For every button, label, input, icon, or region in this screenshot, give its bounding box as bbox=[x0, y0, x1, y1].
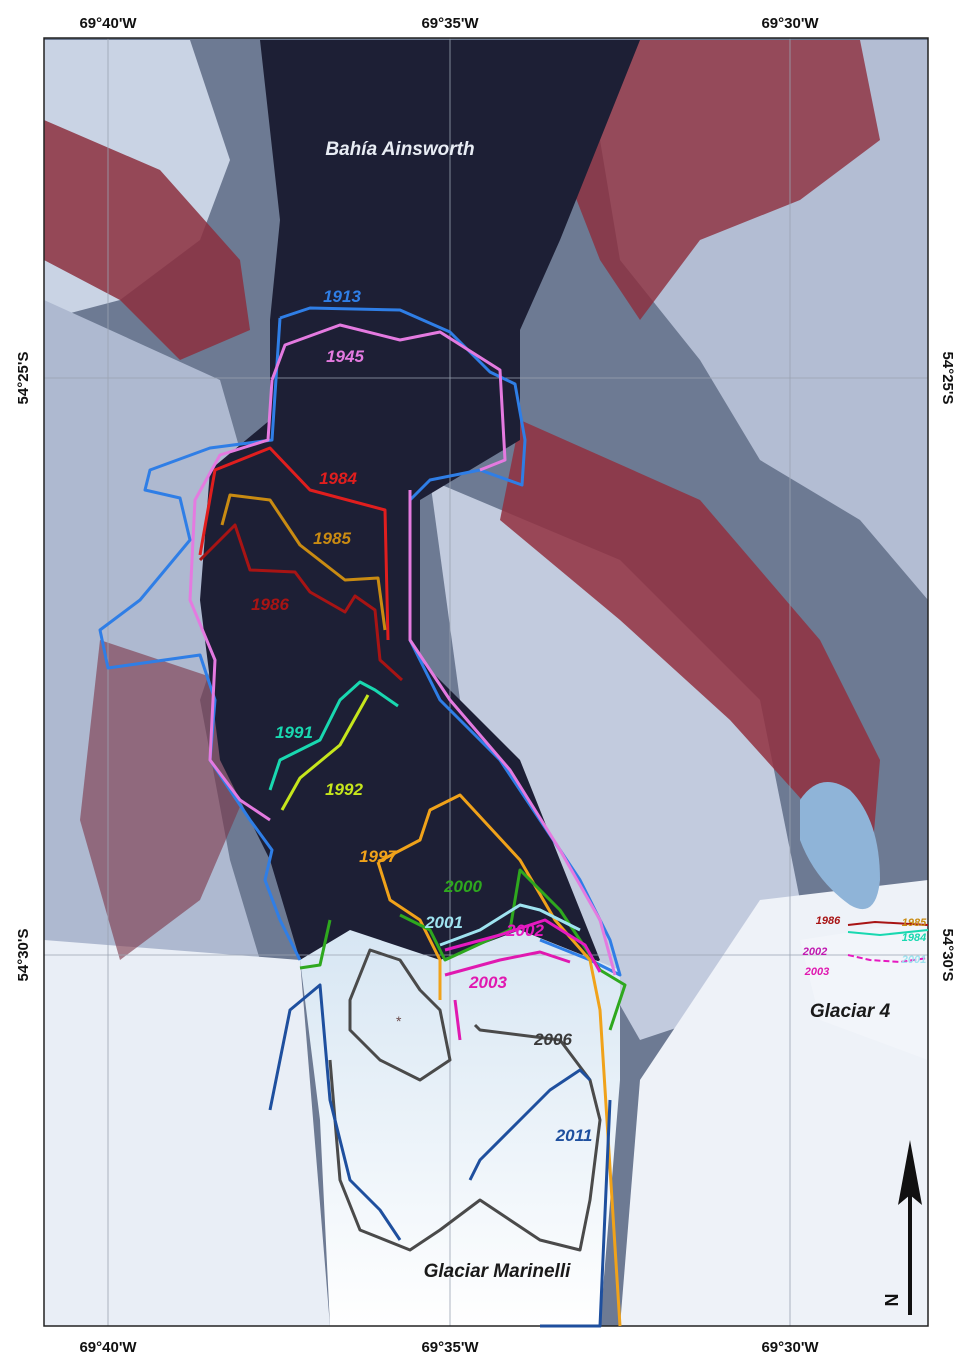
g4-front-2002 bbox=[847, 954, 929, 963]
front-1992 bbox=[280, 694, 370, 811]
g4-year-2003: 2003 bbox=[804, 966, 829, 978]
front-2001 bbox=[439, 903, 581, 947]
year-label-2000: 2000 bbox=[443, 877, 482, 896]
north-label: N bbox=[882, 1294, 902, 1307]
front-lines bbox=[98, 306, 929, 1328]
map-frame bbox=[43, 37, 929, 1327]
lon-label-bottom-2: 69°35'W bbox=[421, 1339, 479, 1356]
snowfield-central bbox=[430, 480, 800, 1040]
vegetation-n bbox=[530, 40, 880, 320]
g4-front-cyan bbox=[847, 929, 929, 936]
vegetation-nw bbox=[44, 120, 250, 360]
north-arrow-icon bbox=[898, 1140, 922, 1205]
bahia-ainsworth-water bbox=[200, 40, 640, 1000]
front-2011 bbox=[268, 983, 612, 1328]
year-label-1992: 1992 bbox=[325, 780, 363, 799]
front-1997 bbox=[376, 793, 622, 1327]
front-2002 bbox=[444, 918, 602, 973]
year-label-1986: 1986 bbox=[251, 595, 289, 614]
lat-label-right-1: 54°25'S bbox=[939, 352, 954, 405]
g4-front-1986 bbox=[847, 921, 929, 926]
lon-label-top-2: 69°35'W bbox=[421, 15, 479, 32]
graticule bbox=[44, 38, 928, 1326]
year-label-2006: 2006 bbox=[533, 1030, 572, 1049]
year-label-1997: 1997 bbox=[359, 847, 398, 866]
satellite-image bbox=[44, 38, 928, 1326]
station-marker-icon: * bbox=[396, 1013, 402, 1029]
lat-label-left-1: 54°25'S bbox=[15, 352, 32, 405]
front-2006 bbox=[328, 948, 602, 1252]
front-1913-east bbox=[279, 306, 622, 977]
glaciar4-label: Glaciar 4 bbox=[810, 1001, 891, 1022]
glacier-label: Glaciar Marinelli bbox=[424, 1261, 572, 1282]
year-label-1991: 1991 bbox=[275, 723, 313, 742]
lat-label-right-2: 54°30'S bbox=[939, 929, 954, 982]
glacial-lake bbox=[800, 782, 880, 910]
snowfield-sw bbox=[44, 940, 330, 1326]
front-1984 bbox=[198, 446, 390, 641]
front-2000 bbox=[299, 868, 627, 1031]
g4-year-1986: 1986 bbox=[816, 915, 841, 927]
g4-year-1985: 1985 bbox=[902, 917, 927, 929]
vegetation-e bbox=[500, 420, 880, 880]
year-label-1985: 1985 bbox=[313, 529, 351, 548]
year-label-2001: 2001 bbox=[424, 913, 463, 932]
g4-year-1984: 1984 bbox=[902, 932, 926, 944]
lon-label-top-3: 69°30'W bbox=[761, 15, 819, 32]
front-1945-sides bbox=[188, 379, 617, 976]
lon-label-top-1: 69°40'W bbox=[79, 15, 137, 32]
lon-label-bottom-1: 69°40'W bbox=[79, 1339, 137, 1356]
lat-label-left-2: 54°30'S bbox=[15, 929, 32, 982]
year-label-1984: 1984 bbox=[319, 469, 357, 488]
front-2003 bbox=[444, 950, 571, 1041]
year-label-1913: 1913 bbox=[323, 287, 361, 306]
front-1991 bbox=[268, 680, 399, 791]
lon-label-bottom-3: 69°30'W bbox=[761, 1339, 819, 1356]
g4-year-2001: 2001 bbox=[901, 954, 926, 966]
year-label-2002: 2002 bbox=[505, 921, 544, 940]
front-1945-north bbox=[270, 323, 507, 472]
year-label-2003: 2003 bbox=[468, 973, 507, 992]
front-1986 bbox=[198, 523, 404, 682]
year-label-2011: 2011 bbox=[555, 1126, 593, 1145]
front-1985 bbox=[220, 493, 387, 631]
g4-year-2002: 2002 bbox=[802, 946, 827, 958]
north-arrow: N bbox=[882, 1140, 922, 1315]
year-label-1945: 1945 bbox=[326, 347, 364, 366]
glacier-ice bbox=[300, 930, 620, 1326]
bay-label: Bahía Ainsworth bbox=[325, 139, 474, 160]
front-1913-west bbox=[98, 317, 302, 961]
